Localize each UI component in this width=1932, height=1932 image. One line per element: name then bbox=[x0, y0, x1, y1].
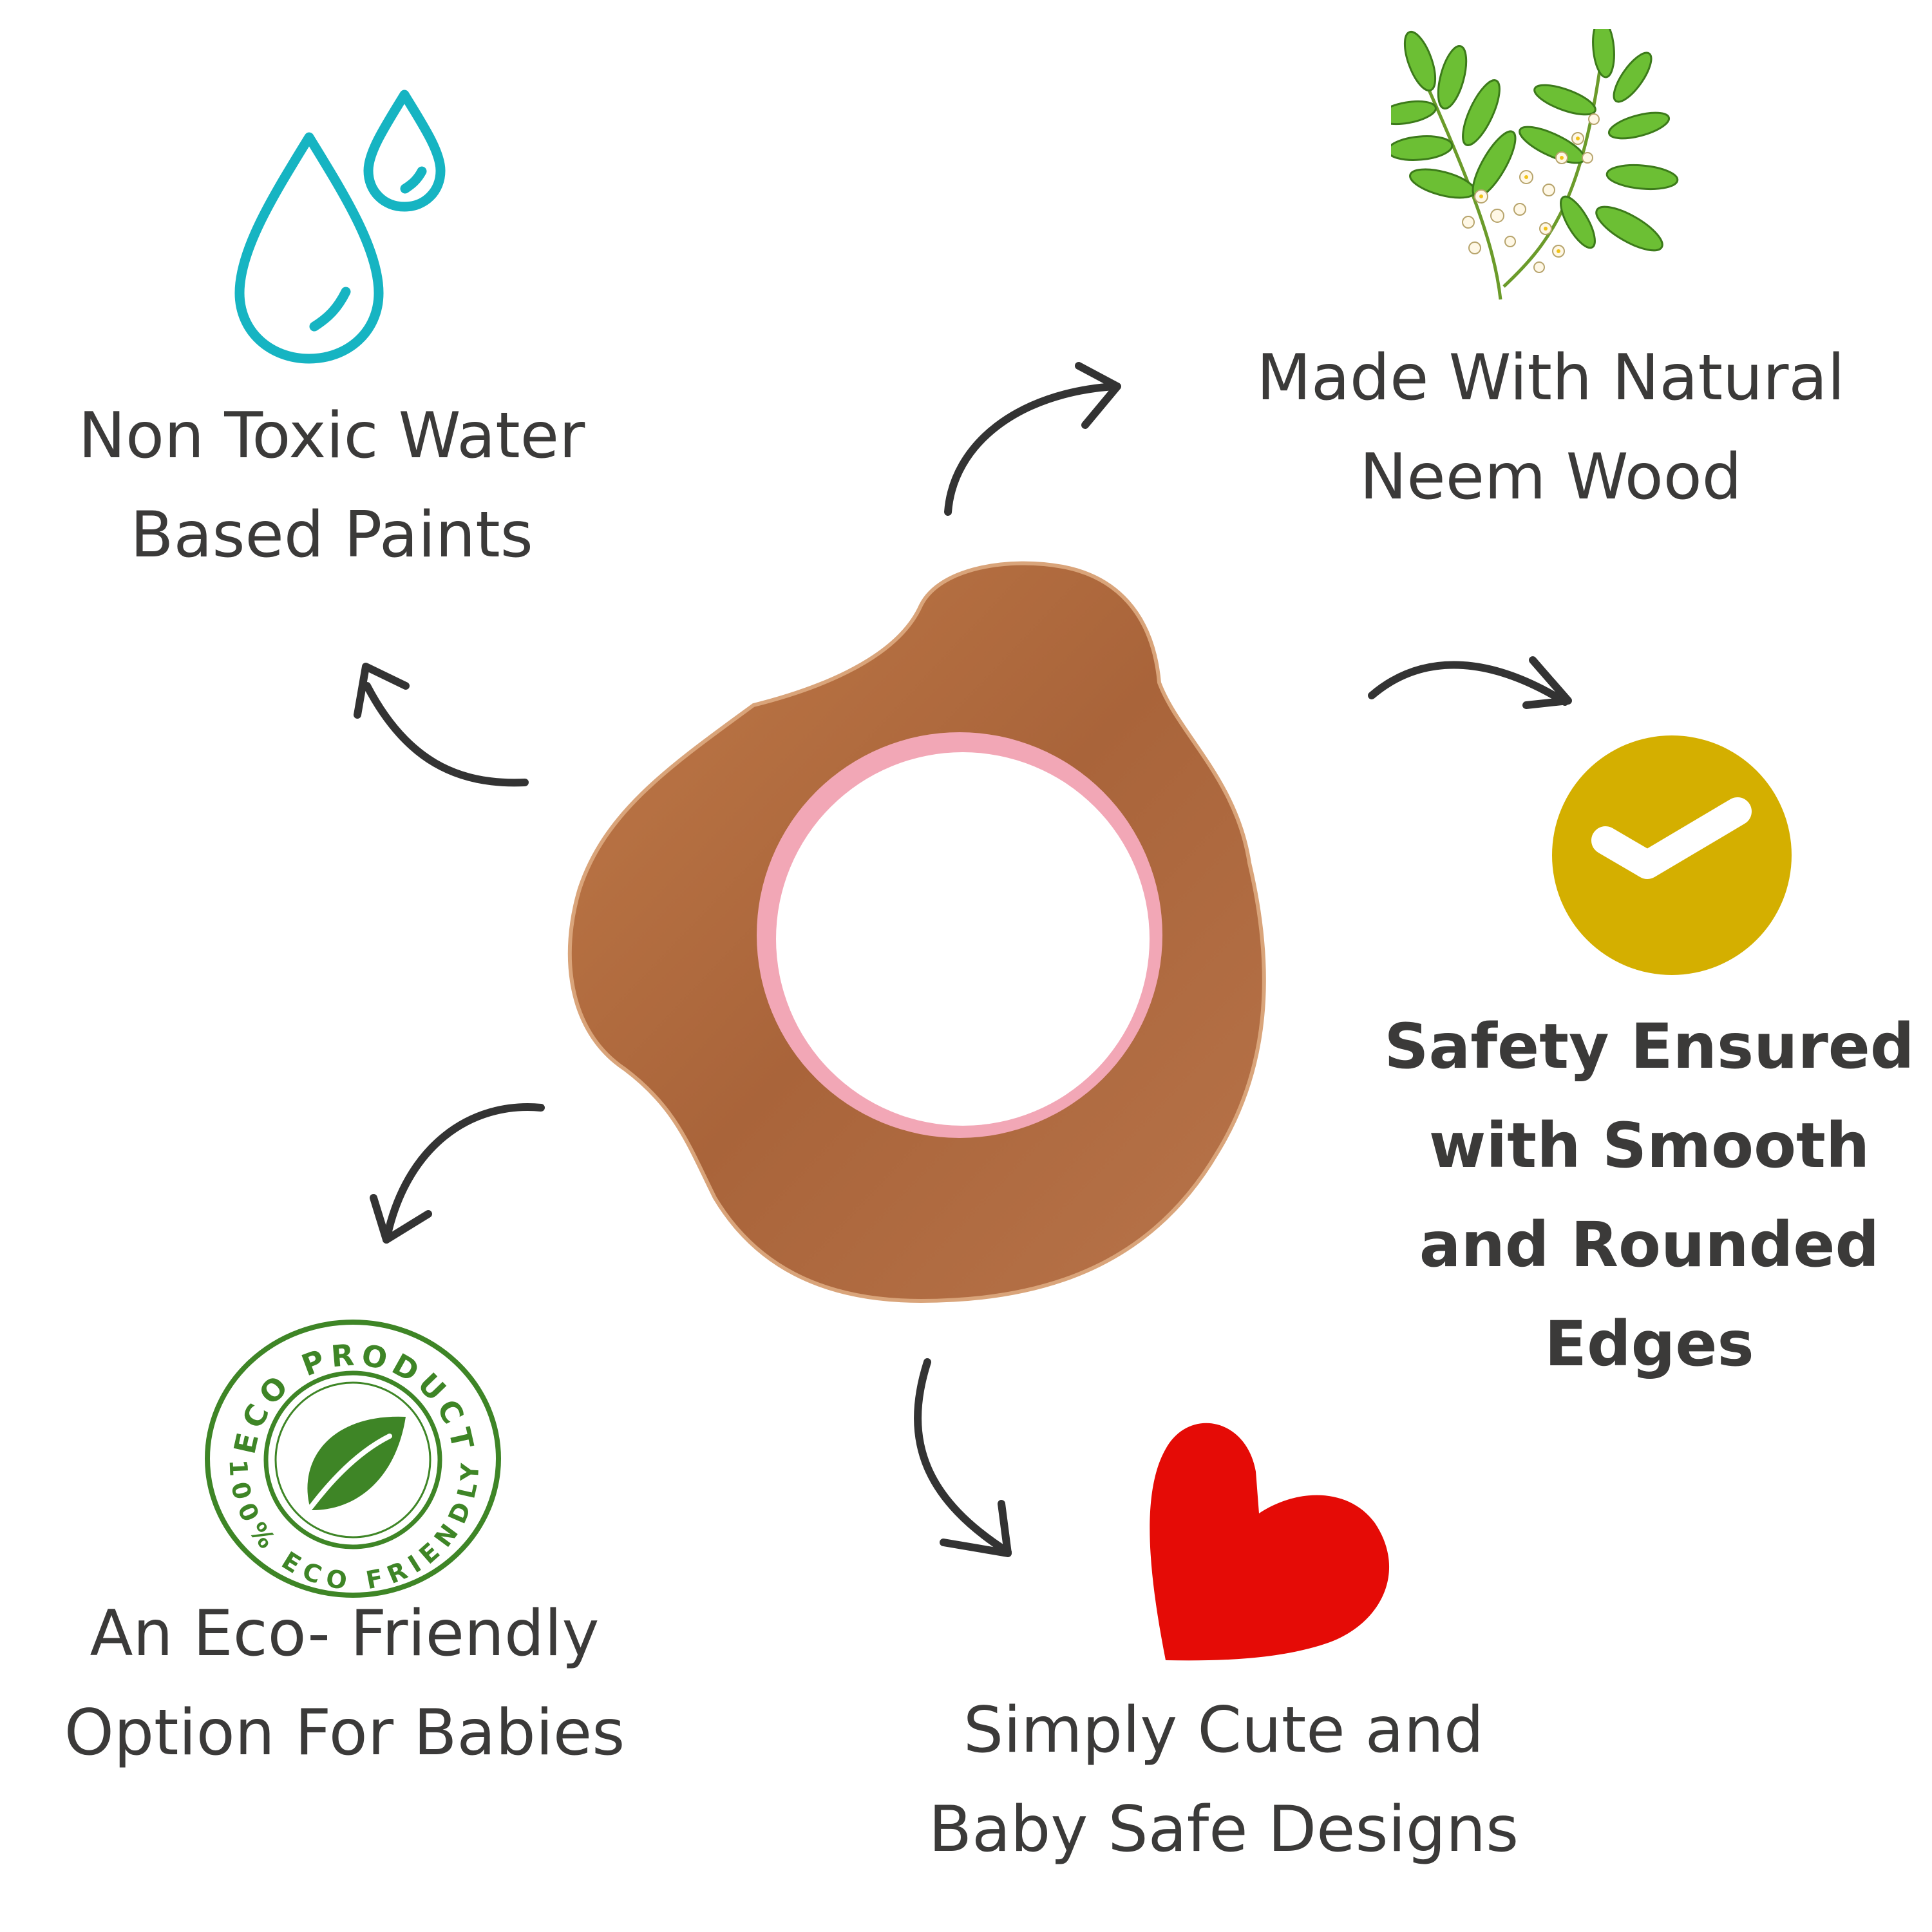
design-caption-line1: Simply Cute and bbox=[963, 1694, 1484, 1767]
check-circle-icon bbox=[1551, 734, 1793, 976]
safety-caption: Safety Ensured with Smooth and Rounded E… bbox=[1384, 997, 1914, 1394]
arrow-to-design-icon bbox=[902, 1352, 1030, 1565]
design-caption: Simply Cute and Baby Safe Designs bbox=[929, 1681, 1519, 1879]
paints-caption: Non Toxic Water Based Paints bbox=[79, 386, 585, 585]
teether-product-image bbox=[560, 554, 1282, 1314]
arrow-to-paints-icon bbox=[348, 650, 535, 792]
wood-caption-line2: Neem Wood bbox=[1359, 440, 1742, 514]
safety-caption-line3: and Rounded bbox=[1419, 1209, 1880, 1281]
arrow-to-eco-icon bbox=[367, 1095, 547, 1249]
water-drops-icon bbox=[225, 87, 470, 370]
safety-caption-line1: Safety Ensured bbox=[1384, 1010, 1915, 1083]
neem-branch-icon bbox=[1391, 29, 1687, 306]
eco-caption-line2: Option For Babies bbox=[64, 1696, 625, 1770]
arrow-to-wood-icon bbox=[940, 361, 1127, 522]
arrow-to-safety-icon bbox=[1365, 644, 1584, 721]
paints-caption-line1: Non Toxic Water bbox=[78, 399, 585, 473]
wood-caption-line1: Made With Natural bbox=[1256, 341, 1845, 415]
design-caption-line2: Baby Safe Designs bbox=[928, 1793, 1519, 1866]
eco-caption: An Eco- Friendly Option For Babies bbox=[64, 1584, 625, 1783]
safety-caption-line2: with Smooth bbox=[1428, 1110, 1870, 1182]
wood-caption: Made With Natural Neem Wood bbox=[1256, 328, 1844, 527]
eco-caption-line1: An Eco- Friendly bbox=[90, 1597, 600, 1671]
safety-caption-line4: Edges bbox=[1544, 1308, 1754, 1380]
paints-caption-line2: Based Paints bbox=[130, 498, 533, 572]
eco-badge-icon: ECO PRODUCT 100% ECO FRIENDLY bbox=[203, 1317, 503, 1600]
heart-icon bbox=[1137, 1410, 1394, 1662]
